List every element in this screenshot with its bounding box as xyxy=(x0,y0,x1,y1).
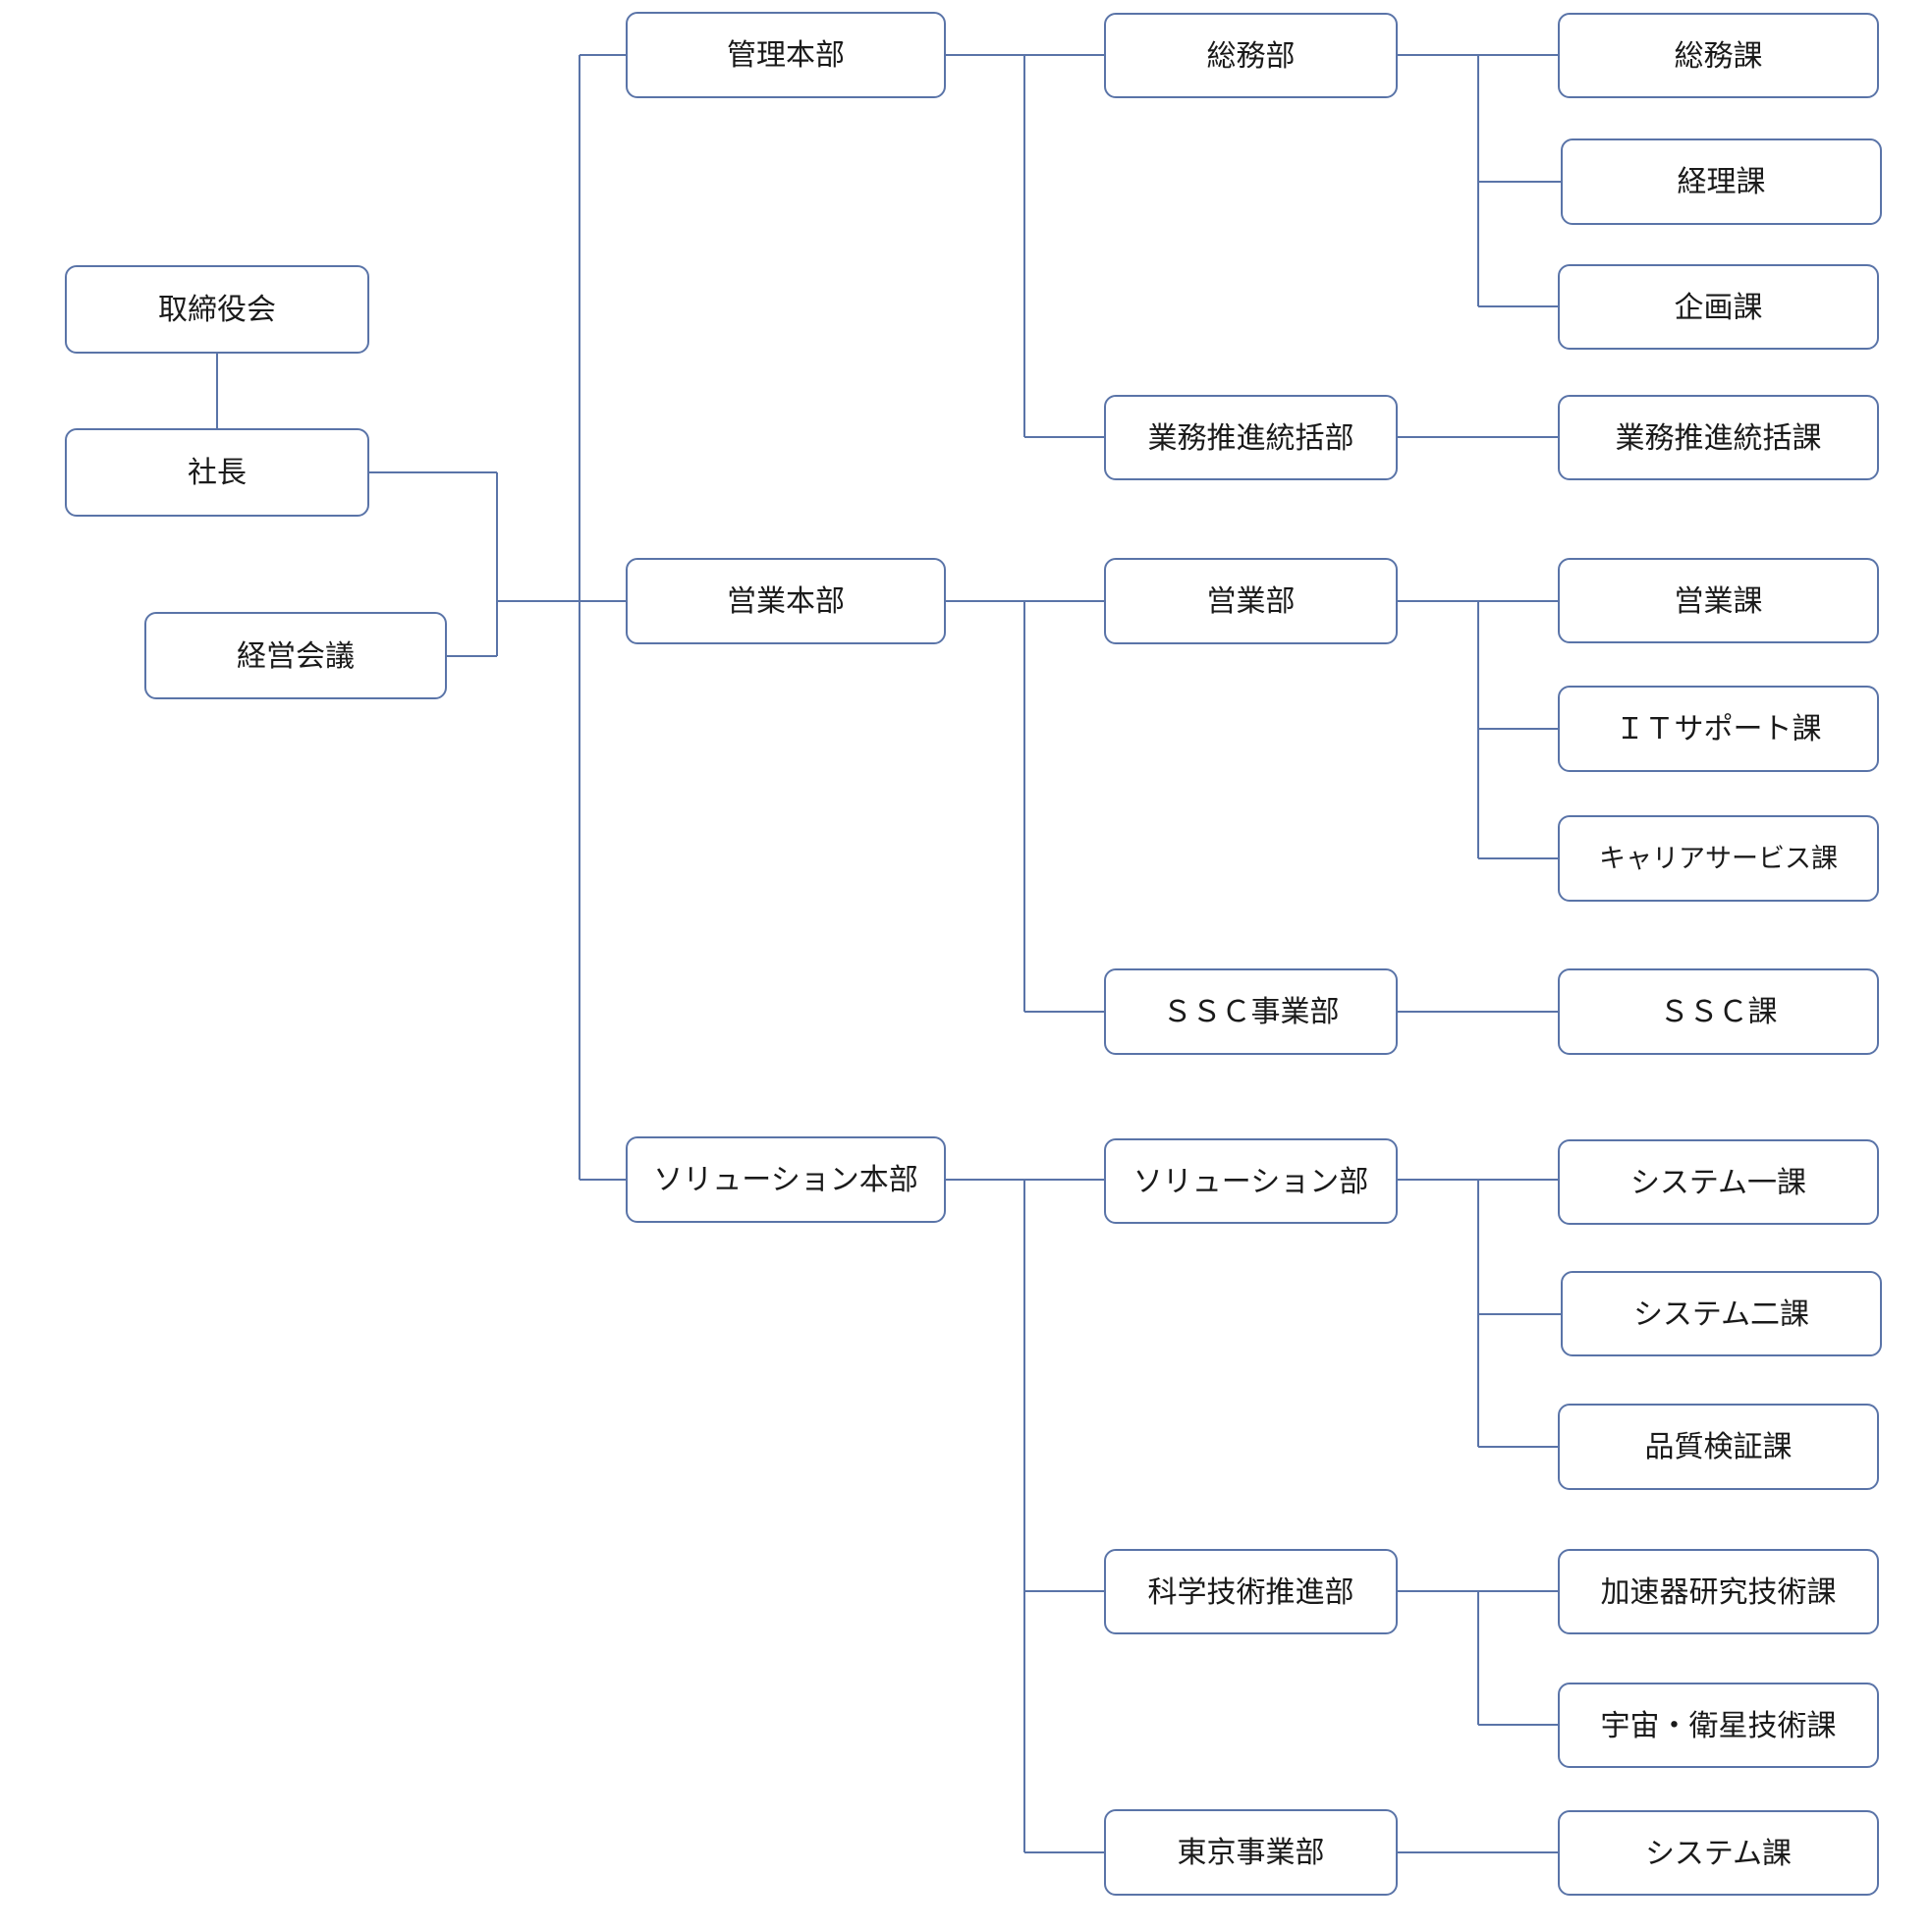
node-label: ＩＴサポート課 xyxy=(1615,712,1822,746)
node-label: 品質検証課 xyxy=(1644,1430,1793,1464)
node-label: 社長 xyxy=(188,456,247,490)
node-label: ソリューション部 xyxy=(1132,1164,1369,1199)
node-dept-kagaku: 科学技術推進部 xyxy=(1104,1549,1398,1634)
node-section: ＩＴサポート課 xyxy=(1558,686,1879,772)
node-division-eigyo: 営業本部 xyxy=(626,558,946,644)
node-section: 加速器研究技術課 xyxy=(1558,1549,1879,1634)
node-label: 科学技術推進部 xyxy=(1147,1574,1354,1610)
node-president: 社長 xyxy=(65,428,369,517)
node-section: ＳＳＣ課 xyxy=(1558,968,1879,1055)
node-label: 宇宙・衛星技術課 xyxy=(1600,1708,1837,1743)
node-division-kanri: 管理本部 xyxy=(626,12,946,98)
node-section: 品質検証課 xyxy=(1558,1404,1879,1490)
node-section: 企画課 xyxy=(1558,264,1879,350)
node-label: 業務推進統括課 xyxy=(1615,420,1822,456)
node-dept-ssc: ＳＳＣ事業部 xyxy=(1104,968,1398,1055)
node-section: システム二課 xyxy=(1561,1271,1882,1356)
node-label: 東京事業部 xyxy=(1177,1836,1325,1870)
node-label: システム一課 xyxy=(1629,1165,1807,1200)
node-label: 総務課 xyxy=(1674,38,1763,74)
node-dept-eigyo: 営業部 xyxy=(1104,558,1398,644)
node-section: 経理課 xyxy=(1561,138,1882,225)
node-label: 経営会議 xyxy=(237,638,355,674)
node-label: 総務部 xyxy=(1206,38,1296,74)
node-label: 営業部 xyxy=(1206,584,1296,619)
node-dept-gyomu-suishin: 業務推進統括部 xyxy=(1104,395,1398,480)
node-dept-tokyo: 東京事業部 xyxy=(1104,1809,1398,1896)
node-label: 管理本部 xyxy=(727,38,845,73)
node-section: キャリアサービス課 xyxy=(1558,815,1879,902)
node-label: ソリューション本部 xyxy=(653,1163,918,1197)
node-board: 取締役会 xyxy=(65,265,369,354)
node-dept-somu: 総務部 xyxy=(1104,13,1398,98)
node-label: ＳＳＣ事業部 xyxy=(1162,995,1340,1029)
node-label: システム二課 xyxy=(1632,1297,1810,1332)
node-label: 業務推進統括部 xyxy=(1147,420,1354,456)
node-label: ＳＳＣ課 xyxy=(1659,995,1778,1029)
node-section: 総務課 xyxy=(1558,13,1879,98)
node-division-solution: ソリューション本部 xyxy=(626,1136,946,1223)
node-section: システム一課 xyxy=(1558,1139,1879,1225)
node-label: 営業課 xyxy=(1674,583,1763,619)
node-section: システム課 xyxy=(1558,1810,1879,1896)
node-section: 業務推進統括課 xyxy=(1558,395,1879,480)
node-label: キャリアサービス課 xyxy=(1599,843,1838,874)
node-label: 取締役会 xyxy=(158,293,276,327)
node-management-council: 経営会議 xyxy=(144,612,447,699)
node-label: 加速器研究技術課 xyxy=(1600,1574,1837,1610)
node-label: 経理課 xyxy=(1677,165,1766,199)
node-label: 企画課 xyxy=(1674,290,1763,325)
node-dept-solution: ソリューション部 xyxy=(1104,1138,1398,1224)
node-section: 宇宙・衛星技術課 xyxy=(1558,1683,1879,1768)
node-label: システム課 xyxy=(1644,1836,1793,1871)
node-section: 営業課 xyxy=(1558,558,1879,643)
node-label: 営業本部 xyxy=(727,584,845,619)
